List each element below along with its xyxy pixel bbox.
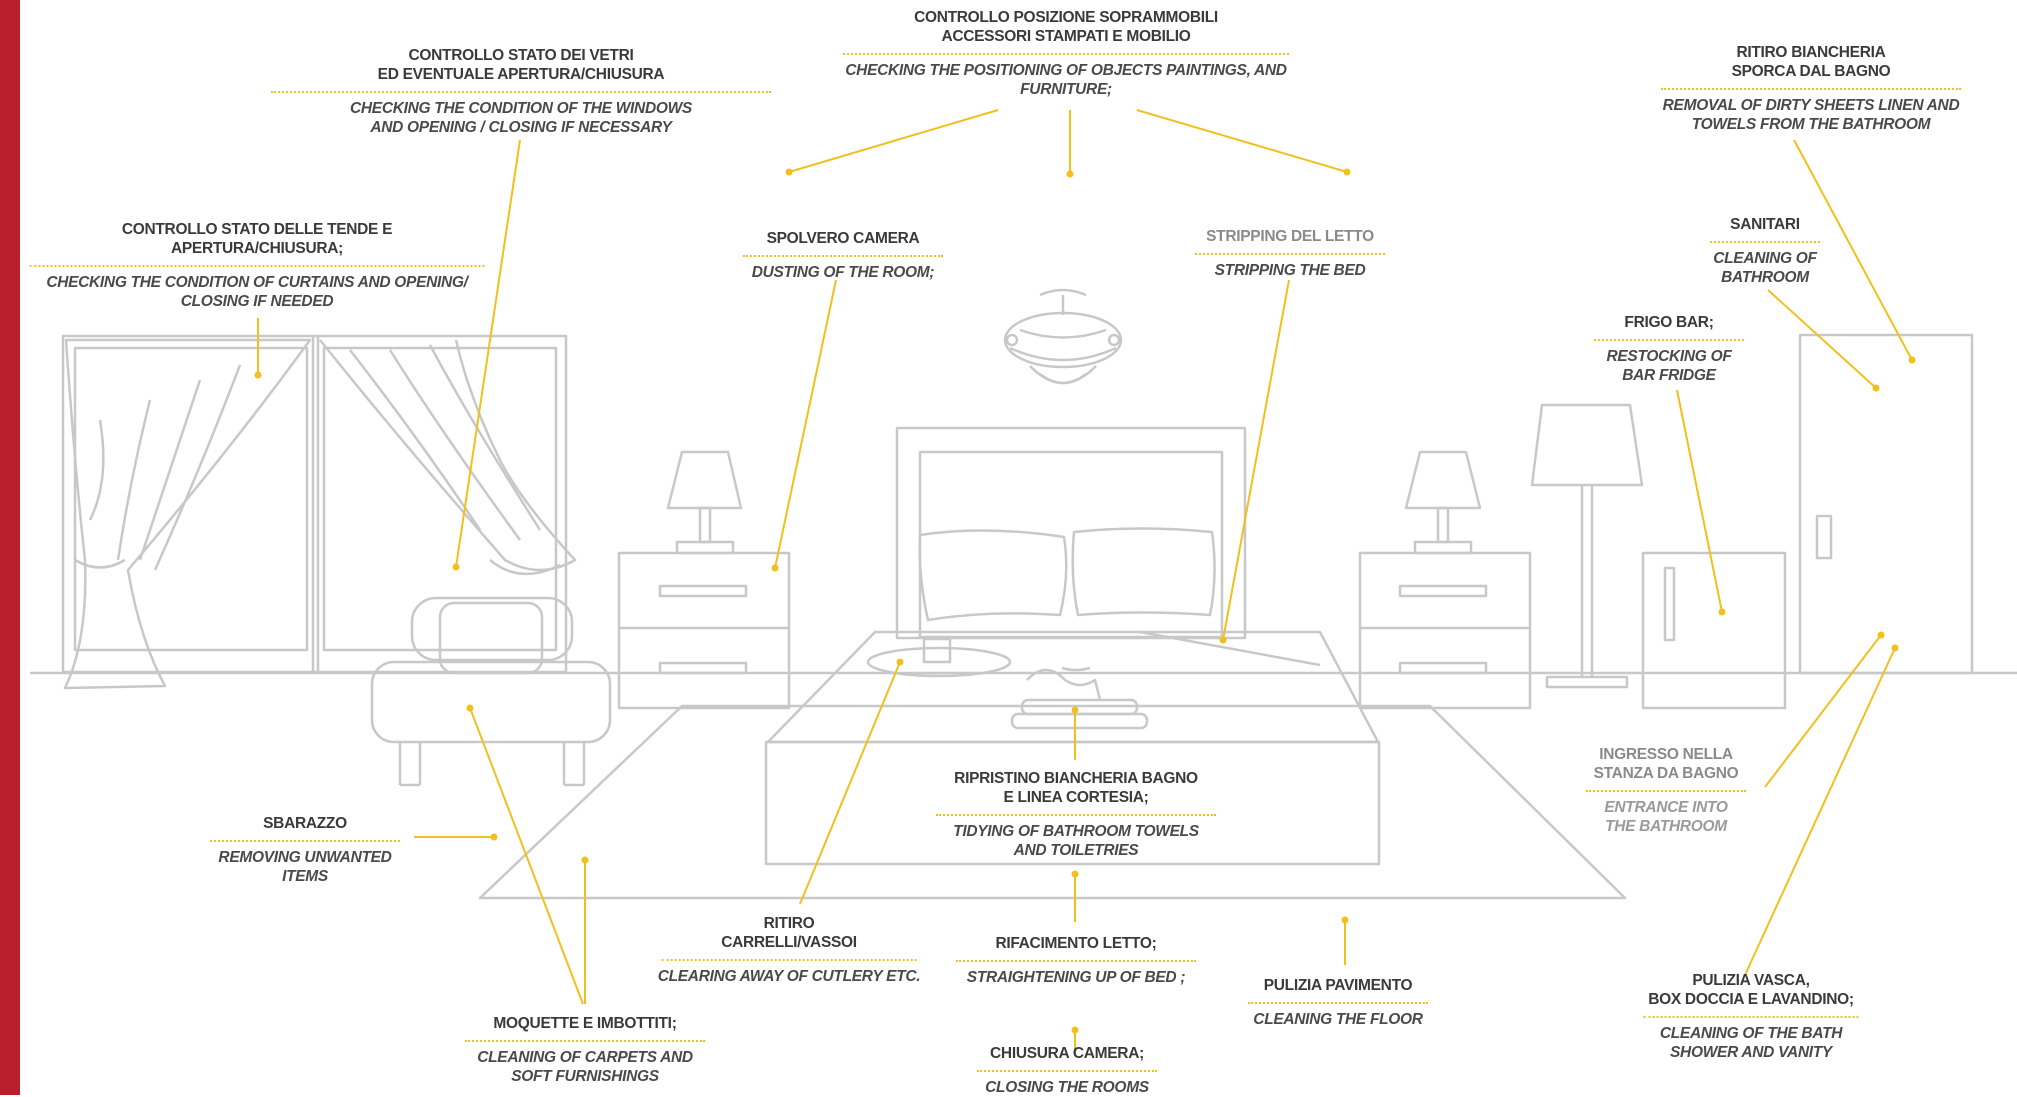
nightstand-right (1358, 450, 1532, 710)
label-carpets: MOQUETTE E IMBOTTITI; CLEANING OF CARPET… (465, 1014, 705, 1086)
label-bath-cleaning: PULIZIA VASCA,BOX DOCCIA E LAVANDINO; CL… (1643, 971, 1859, 1062)
fridge (1641, 551, 1787, 710)
armchair (370, 596, 612, 787)
label-stripping-bed: STRIPPING DEL LETTO STRIPPING THE BED (1195, 227, 1385, 280)
curtains (63, 338, 577, 690)
red-accent-bar (0, 0, 20, 1095)
leader-lines (254, 109, 1916, 1050)
label-dusting: SPOLVERO CAMERA DUSTING OF THE ROOM; (743, 229, 943, 282)
label-floor-cleaning: PULIZIA PAVIMENTO CLEANING THE FLOOR (1248, 976, 1428, 1029)
nightstand-left (617, 450, 791, 710)
rug (478, 704, 1627, 900)
label-bed-making: RIFACIMENTO LETTO; STRAIGHTENING UP OF B… (956, 934, 1196, 987)
bathroom-door (1798, 333, 1974, 675)
label-closing-room: CHIUSURA CAMERA; CLOSING THE ROOMS (977, 1044, 1157, 1097)
bed (764, 426, 1381, 866)
floor-lamp (1530, 403, 1644, 689)
chandelier (1003, 288, 1123, 385)
